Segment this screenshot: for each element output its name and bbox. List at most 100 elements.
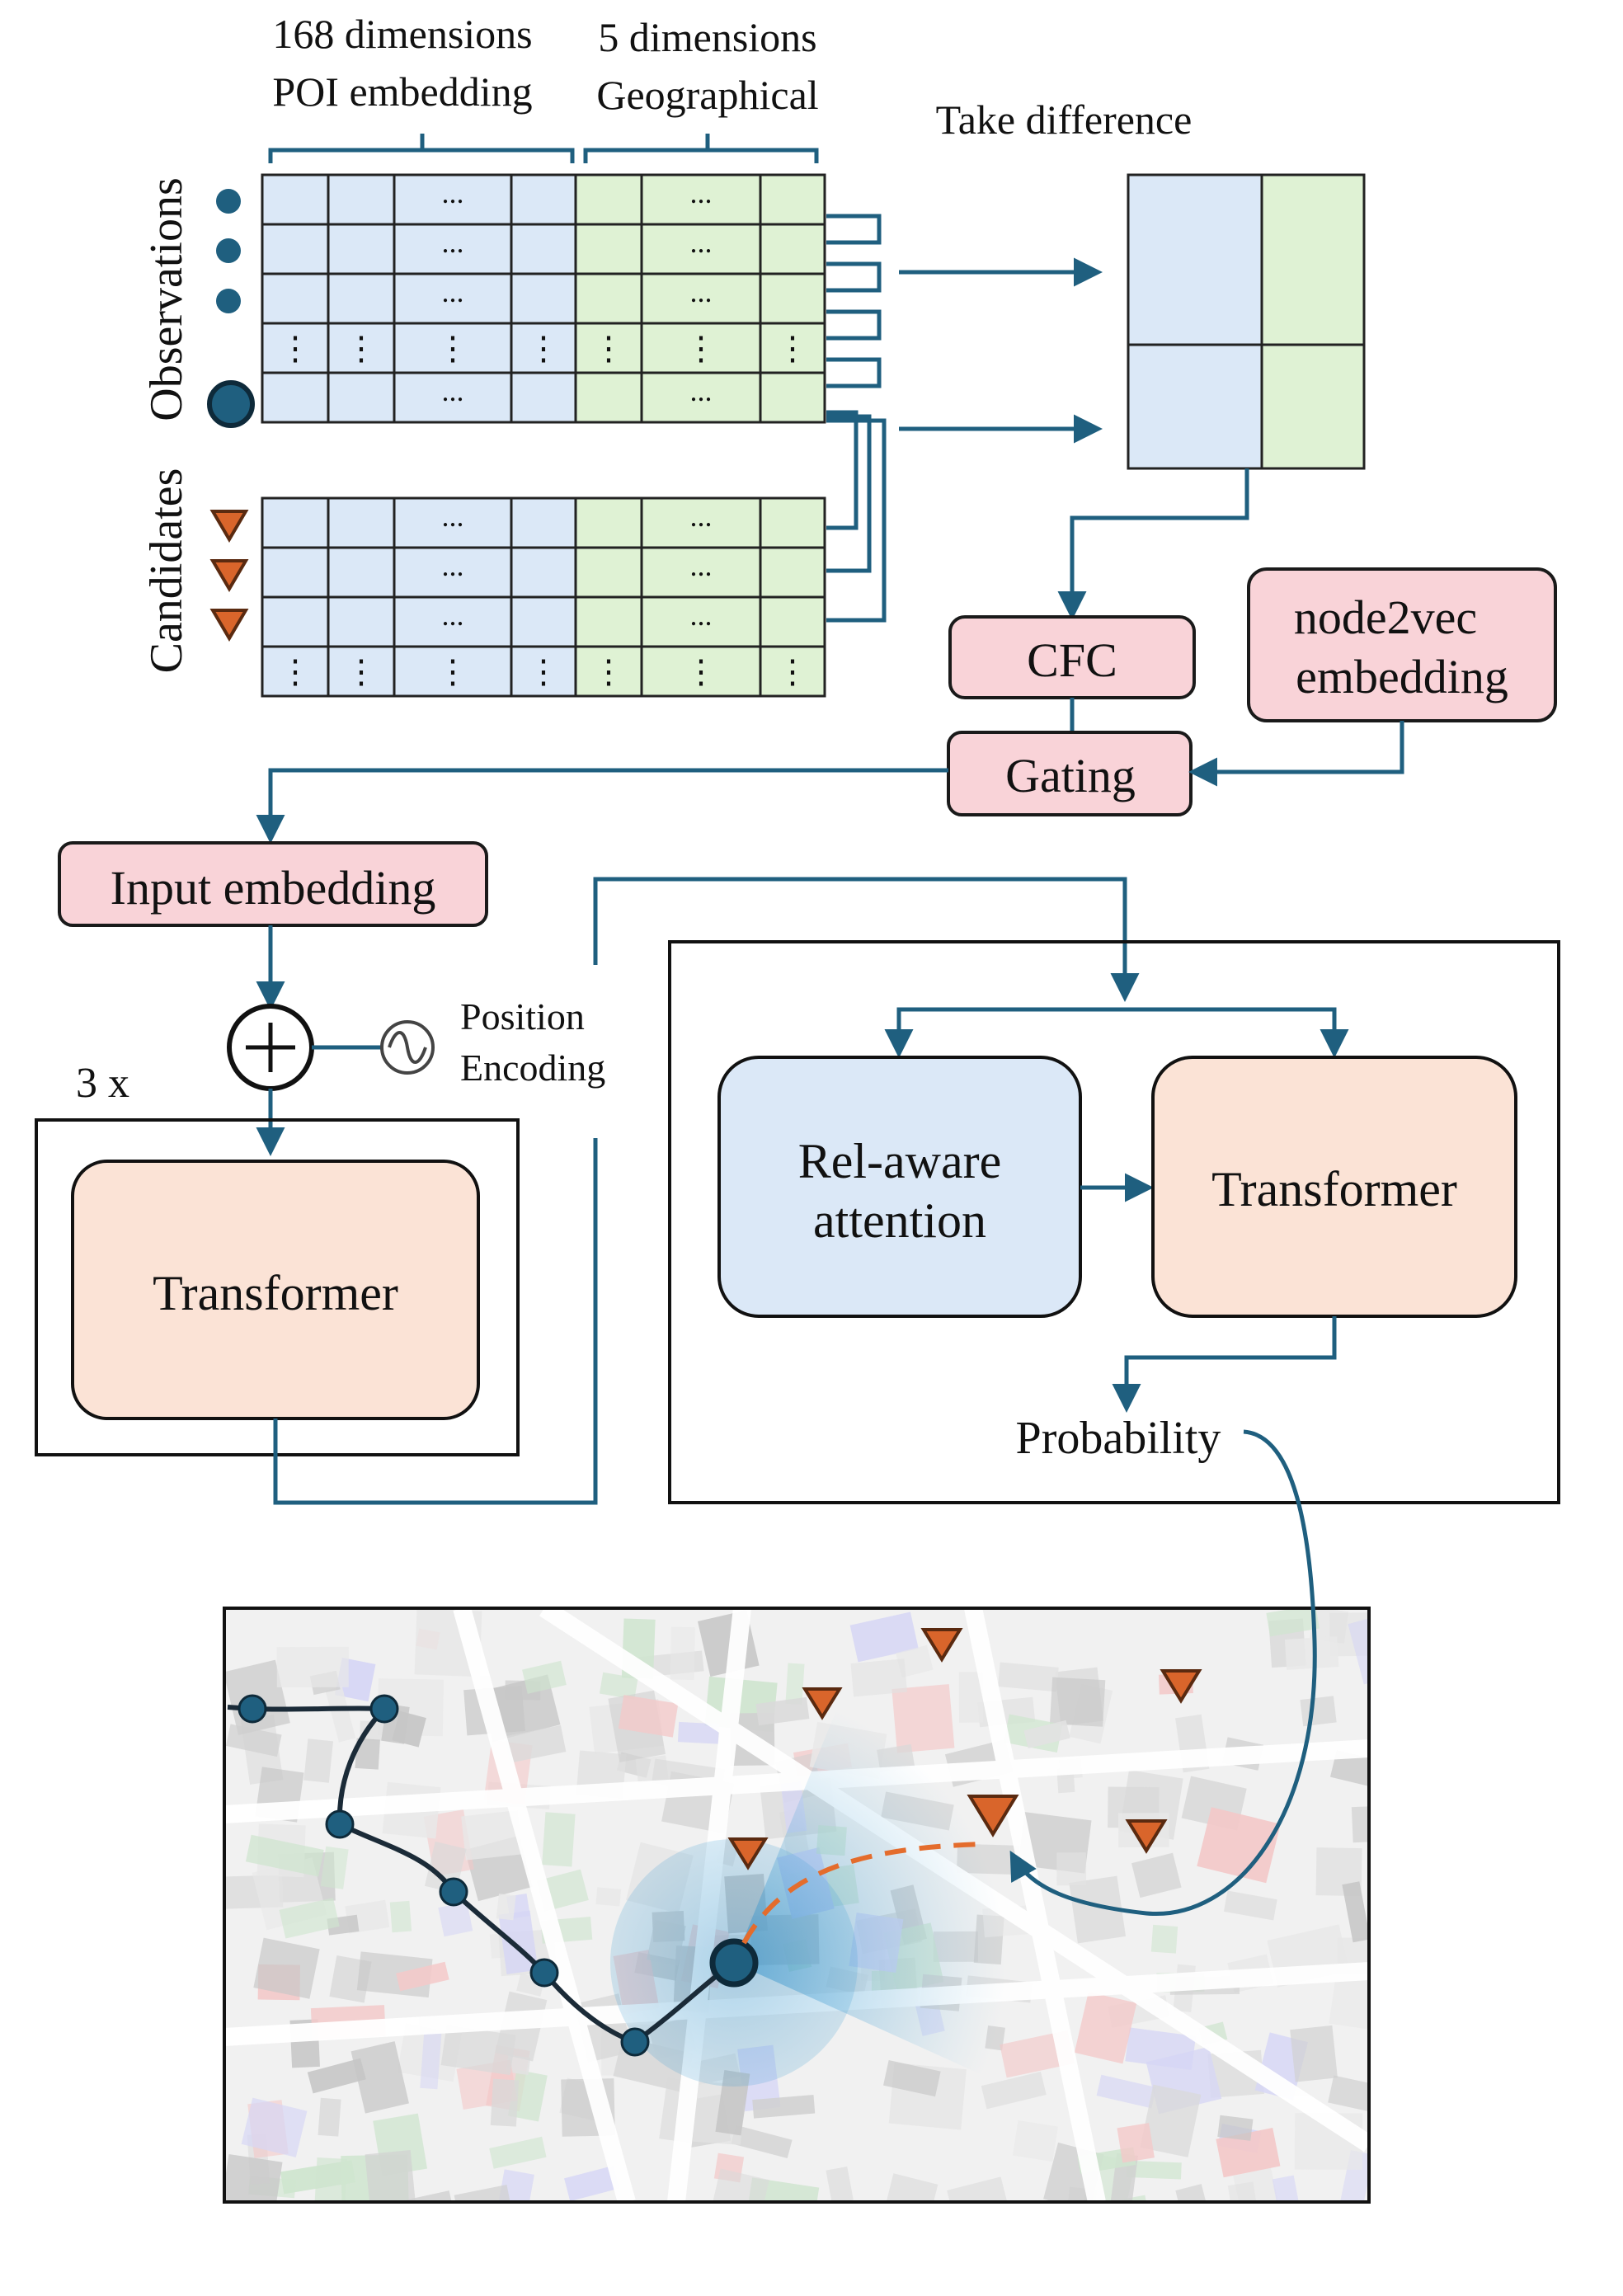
map-building — [564, 2165, 619, 2202]
horizontal-ellipsis: ... — [442, 374, 464, 407]
observation-dot — [216, 238, 241, 263]
geo-brace — [583, 134, 819, 163]
map-building — [461, 1810, 523, 1861]
map-building — [1290, 2025, 1338, 2082]
position-label-line1: Position — [460, 995, 585, 1037]
candidate-triangle-icon — [209, 609, 249, 642]
candidate-triangle-icon — [209, 559, 249, 592]
map-building — [879, 2173, 939, 2202]
matrix-cell — [759, 223, 826, 275]
map-building — [313, 2157, 348, 2202]
matrix-cell — [640, 645, 762, 698]
map-building — [496, 1894, 516, 1921]
map-building — [365, 2150, 416, 2202]
matrix-cell — [759, 546, 826, 599]
matrix-cell — [261, 173, 330, 226]
matrix-cell — [510, 272, 577, 325]
observation-pair-brackets — [826, 214, 882, 388]
map-building — [1351, 1804, 1369, 1843]
matrix-cell — [327, 223, 396, 275]
matrix-cell — [261, 223, 330, 275]
matrix-cell — [327, 496, 396, 549]
vertical-ellipsis: ⋮ — [436, 330, 469, 367]
map-stop-dot — [439, 1877, 468, 1907]
vertical-ellipsis: ⋮ — [527, 653, 560, 690]
map-building — [1150, 1924, 1178, 1954]
map-candidate-triangle-icon — [1160, 1669, 1202, 1704]
connector-encoder-to-decoder-upper — [593, 877, 1140, 1002]
map-building — [318, 2097, 341, 2137]
map-stop-dot — [369, 1694, 399, 1724]
map-building — [1266, 1608, 1320, 1637]
matrix-cell — [510, 546, 577, 599]
map-building — [618, 1695, 679, 1738]
observation-dot — [216, 289, 241, 313]
decoder-frame — [668, 940, 1560, 1504]
vertical-ellipsis: ⋮ — [592, 653, 625, 690]
matrix-cell — [640, 272, 762, 325]
map-building — [1284, 1636, 1339, 1670]
map-building — [454, 2185, 515, 2202]
candidate-pair-brackets — [826, 410, 887, 623]
matrix-cell — [759, 272, 826, 325]
horizontal-ellipsis: ... — [690, 275, 713, 308]
vertical-ellipsis: ⋮ — [527, 330, 560, 367]
map-building — [279, 1898, 340, 1939]
matrix-cell — [261, 496, 330, 549]
vertical-ellipsis: ⋮ — [684, 330, 717, 367]
poi-name-label: POI embedding — [272, 68, 532, 115]
map-stop-dot — [529, 1958, 559, 1988]
observations-label: Observations — [141, 177, 192, 421]
matrix-cell — [510, 223, 577, 275]
node2vec-label-line2: embedding — [1296, 650, 1508, 703]
map-building — [495, 2169, 534, 2202]
vertical-ellipsis: ⋮ — [776, 330, 809, 367]
matrix-cell — [510, 322, 577, 374]
map-building — [752, 2095, 816, 2119]
gating-label: Gating — [1005, 749, 1136, 802]
matrix-cell — [327, 595, 396, 648]
map-building — [396, 1961, 449, 1992]
relaware-label-line1: Rel-aware — [798, 1134, 1002, 1188]
map-building — [1328, 2075, 1369, 2118]
position-label-line2: Encoding — [460, 1047, 605, 1089]
vertical-ellipsis: ⋮ — [345, 653, 378, 690]
horizontal-ellipsis: ... — [690, 599, 713, 632]
vertical-ellipsis: ⋮ — [684, 653, 717, 690]
matrix-cell — [261, 546, 330, 599]
connector-encoder-to-decoder — [273, 1138, 598, 1505]
cfc-label: CFC — [1027, 633, 1117, 687]
matrix-cell — [393, 595, 513, 648]
geo-dims-label: 5 dimensions — [598, 14, 816, 60]
matrix-cell — [640, 546, 762, 599]
map-building — [542, 1812, 576, 1867]
map-building — [490, 2078, 520, 2127]
map-candidate-triangle-icon — [920, 1628, 963, 1663]
horizontal-ellipsis: ... — [442, 549, 464, 582]
arrow-split-to-transformer — [1125, 1007, 1349, 1058]
map-building — [438, 1902, 473, 1937]
map-building — [981, 2071, 1047, 2110]
map-stop-dot — [238, 1694, 267, 1724]
matrix-cell — [574, 371, 643, 424]
relaware-label-line2: attention — [813, 1193, 986, 1248]
matrix-cell — [327, 371, 396, 424]
map-building — [731, 2124, 793, 2159]
geo-name-label: Geographical — [596, 72, 818, 118]
map-candidate-triangle-icon — [967, 1795, 1019, 1837]
map-building — [1012, 2120, 1058, 2162]
map-building — [1227, 2181, 1260, 2202]
map-building — [677, 1721, 720, 1744]
matrix-cell — [327, 645, 396, 698]
matrix-cell — [261, 645, 330, 698]
arrow-transformer-to-probability — [1112, 1316, 1337, 1413]
map-building — [1300, 1696, 1337, 1727]
horizontal-ellipsis: ... — [442, 176, 464, 209]
map-building — [1348, 1612, 1369, 1685]
arrow-node2vec-to-gating — [1188, 721, 1404, 787]
candidates-matrix: ..................⋮⋮⋮⋮⋮⋮⋮ — [261, 496, 826, 698]
map-building — [1125, 2027, 1197, 2070]
map-candidate-triangle-icon — [727, 1837, 769, 1870]
vertical-ellipsis: ⋮ — [279, 330, 312, 367]
map-building — [1223, 1890, 1277, 1921]
